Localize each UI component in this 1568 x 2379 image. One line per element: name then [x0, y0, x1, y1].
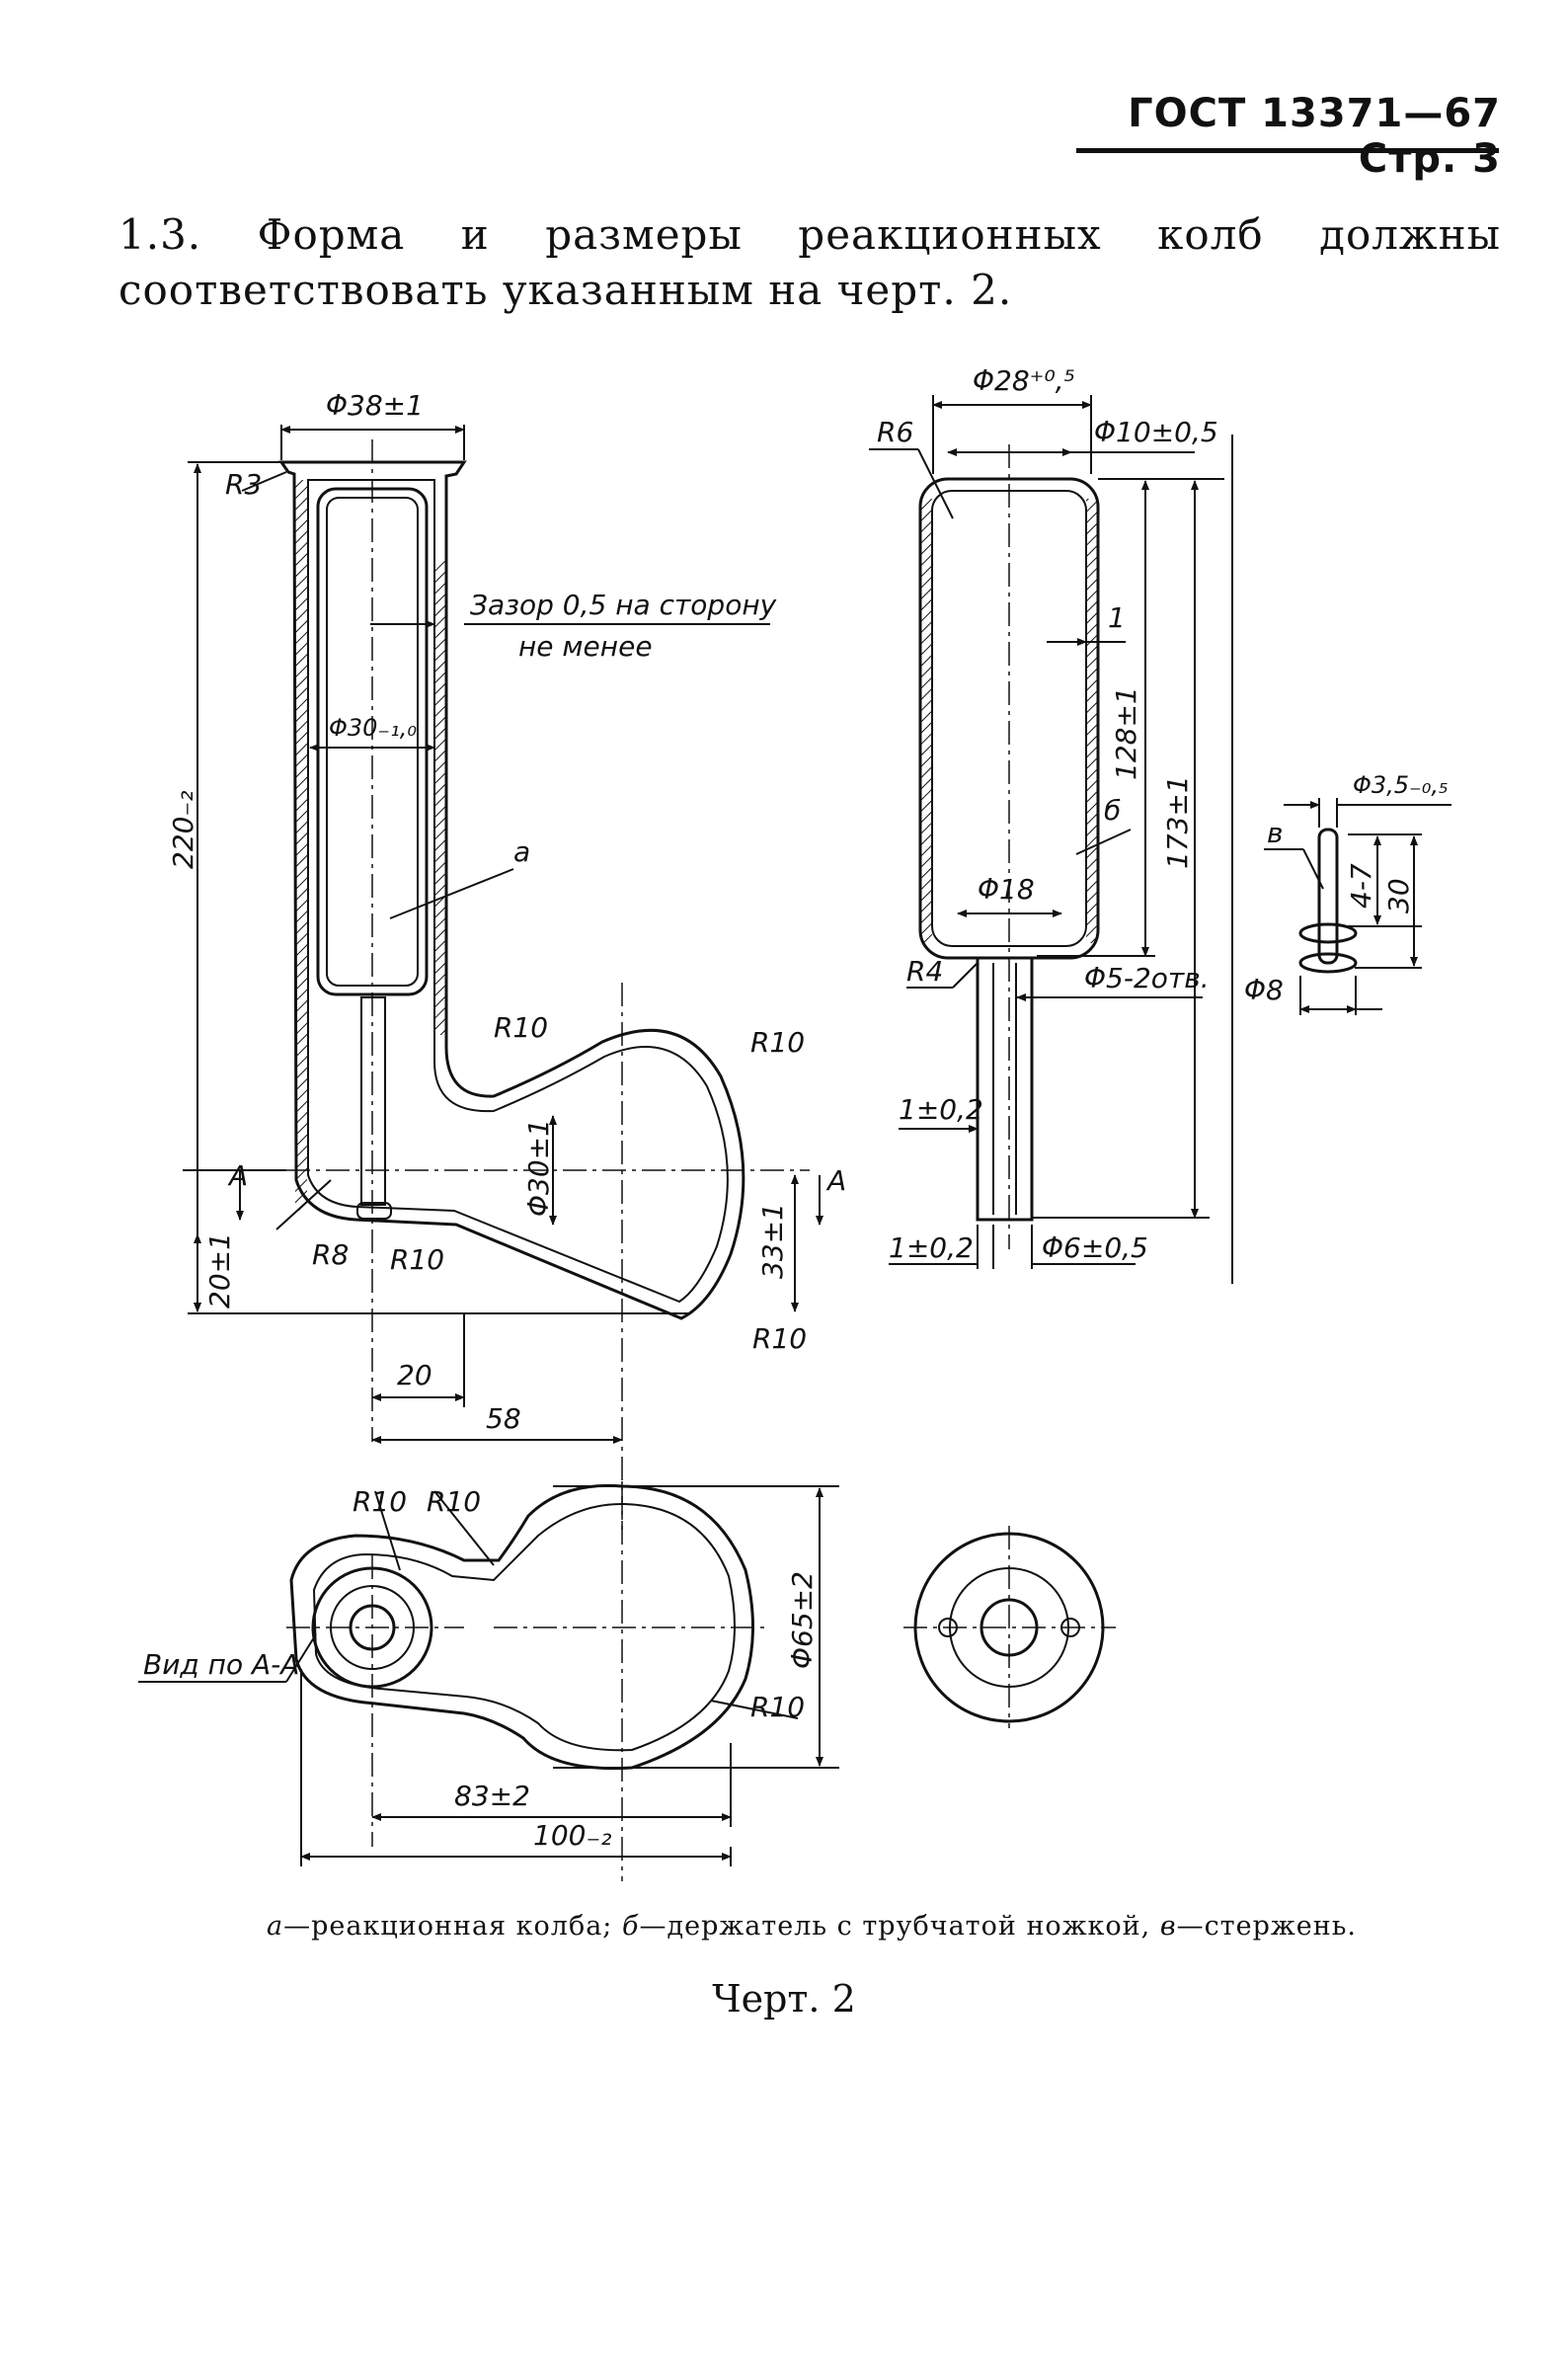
holder-dimension-lines [869, 395, 1233, 1284]
dim-w58: 58 [486, 1402, 521, 1435]
flask-outline [278, 460, 745, 1320]
dim-r10-bottom: R10 [752, 1322, 807, 1355]
dim-w83: 83±2 [454, 1780, 530, 1812]
dim-w100: 100₋₂ [533, 1819, 611, 1852]
dim-r10-neck: R10 [494, 1011, 548, 1044]
dim-h30: 30 [1382, 878, 1415, 913]
label-v: в [1267, 817, 1284, 849]
header-rule [1076, 148, 1499, 153]
figure-caption: а—реакционная колба; б—держатель с трубч… [267, 1911, 1372, 1942]
dim-r10-base: R10 [390, 1243, 444, 1276]
caption-letter-v: в [1159, 1911, 1177, 1942]
flask-centerlines [247, 439, 810, 1536]
caption-letter-a: а [267, 1911, 284, 1942]
dim-h220: 220₋₂ [167, 791, 199, 869]
dim-r4: R4 [906, 955, 943, 988]
rod-dimension-labels: Φ3,5₋₀,₅ в 4-7 30 Φ8 [1244, 771, 1449, 1006]
dim-d8: Φ8 [1244, 974, 1284, 1006]
label-a: a [513, 835, 530, 868]
label-b: б [1104, 794, 1121, 827]
dim-r10-bulb: R10 [750, 1026, 805, 1059]
section-outline [289, 1483, 754, 1771]
flask-dimension-lines [183, 425, 823, 1444]
gap-note-line1: Зазор 0,5 на сторону [470, 589, 777, 621]
dim-r10-view-right: R10 [427, 1485, 481, 1518]
caption-letter-b: б [622, 1911, 640, 1942]
dim-r10-view: R10 [750, 1691, 805, 1723]
flask-dimension-labels: Φ38±1 R3 Зазор 0,5 на сторону не менее Φ… [167, 389, 846, 1435]
dim-h20: 20±1 [203, 1232, 236, 1308]
dim-d38: Φ38±1 [326, 389, 424, 422]
dim-d35: Φ3,5₋₀,₅ [1353, 771, 1449, 799]
rod-body [1317, 828, 1339, 965]
dim-wall-1: 1 [1108, 601, 1126, 634]
page-number: Стр. 3 [1358, 136, 1501, 182]
section-centerlines [286, 1481, 770, 1881]
dim-d28: Φ28⁺⁰,⁵ [973, 364, 1075, 397]
dim-d18: Φ18 [978, 873, 1035, 906]
section-dimension-lines [138, 1485, 839, 1866]
dim-t1-lower: 1±0,2 [889, 1231, 974, 1264]
dim-d5: Φ5-2отв. [1084, 962, 1210, 994]
dim-d65: Φ65±2 [786, 1571, 819, 1669]
flask-inner-outline [307, 479, 729, 1304]
dim-d30: Φ30₋₁,₀ [329, 714, 417, 742]
clause-number: 1.3. [118, 210, 202, 259]
holder-dimension-labels: Φ28⁺⁰,⁵ R6 Φ10±0,5 1 128±1 173±1 б Φ18 R… [877, 364, 1218, 1264]
section-a-right: A [825, 1164, 846, 1197]
holder-top-centerlines [903, 1526, 1116, 1728]
caption-text-a: —реакционная колба; [283, 1911, 613, 1942]
dim-d30-bulb: Φ30±1 [522, 1119, 555, 1217]
dim-h33: 33±1 [756, 1203, 789, 1279]
gap-note-line2: не менее [518, 630, 653, 663]
dim-r10-view-left: R10 [353, 1485, 407, 1518]
dim-d10: Φ10±0,5 [1094, 416, 1218, 448]
tube-stem [360, 996, 386, 1206]
dim-h47: 4-7 [1345, 863, 1377, 909]
dim-h128: 128±1 [1110, 686, 1142, 780]
page-header: ГОСТ 13371—67 Стр. 3 [1070, 91, 1501, 182]
holder-stem [976, 958, 1034, 1222]
dim-t1-upper: 1±0,2 [899, 1093, 983, 1126]
view-label-aa: Вид по А-А [143, 1648, 299, 1681]
rod-view [1298, 828, 1358, 974]
section-a-left: A [227, 1159, 248, 1192]
rod-dimension-lines [1264, 798, 1451, 1015]
caption-text-b: —держатель с трубчатой ножкой, [639, 1911, 1151, 1942]
dim-h173: 173±1 [1161, 775, 1194, 869]
dim-r3: R3 [225, 468, 262, 501]
dim-d6: Φ6±0,5 [1042, 1231, 1148, 1264]
standard-number: ГОСТ 13371—67 [1128, 91, 1501, 136]
figure-label: Черт. 2 [712, 1977, 856, 2021]
intro-paragraph: 1.3. Форма и размеры реакционных колб до… [118, 207, 1501, 318]
clause-text: Форма и размеры реакционных колб должны … [118, 210, 1501, 314]
dim-r6: R6 [877, 416, 913, 448]
dim-r8: R8 [312, 1238, 349, 1271]
caption-text-v: —стержень. [1176, 1911, 1357, 1942]
dim-w20: 20 [397, 1359, 432, 1391]
section-dimension-labels: R10 R10 Вид по А-А Φ65±2 R10 83±2 100₋₂ [143, 1485, 819, 1852]
